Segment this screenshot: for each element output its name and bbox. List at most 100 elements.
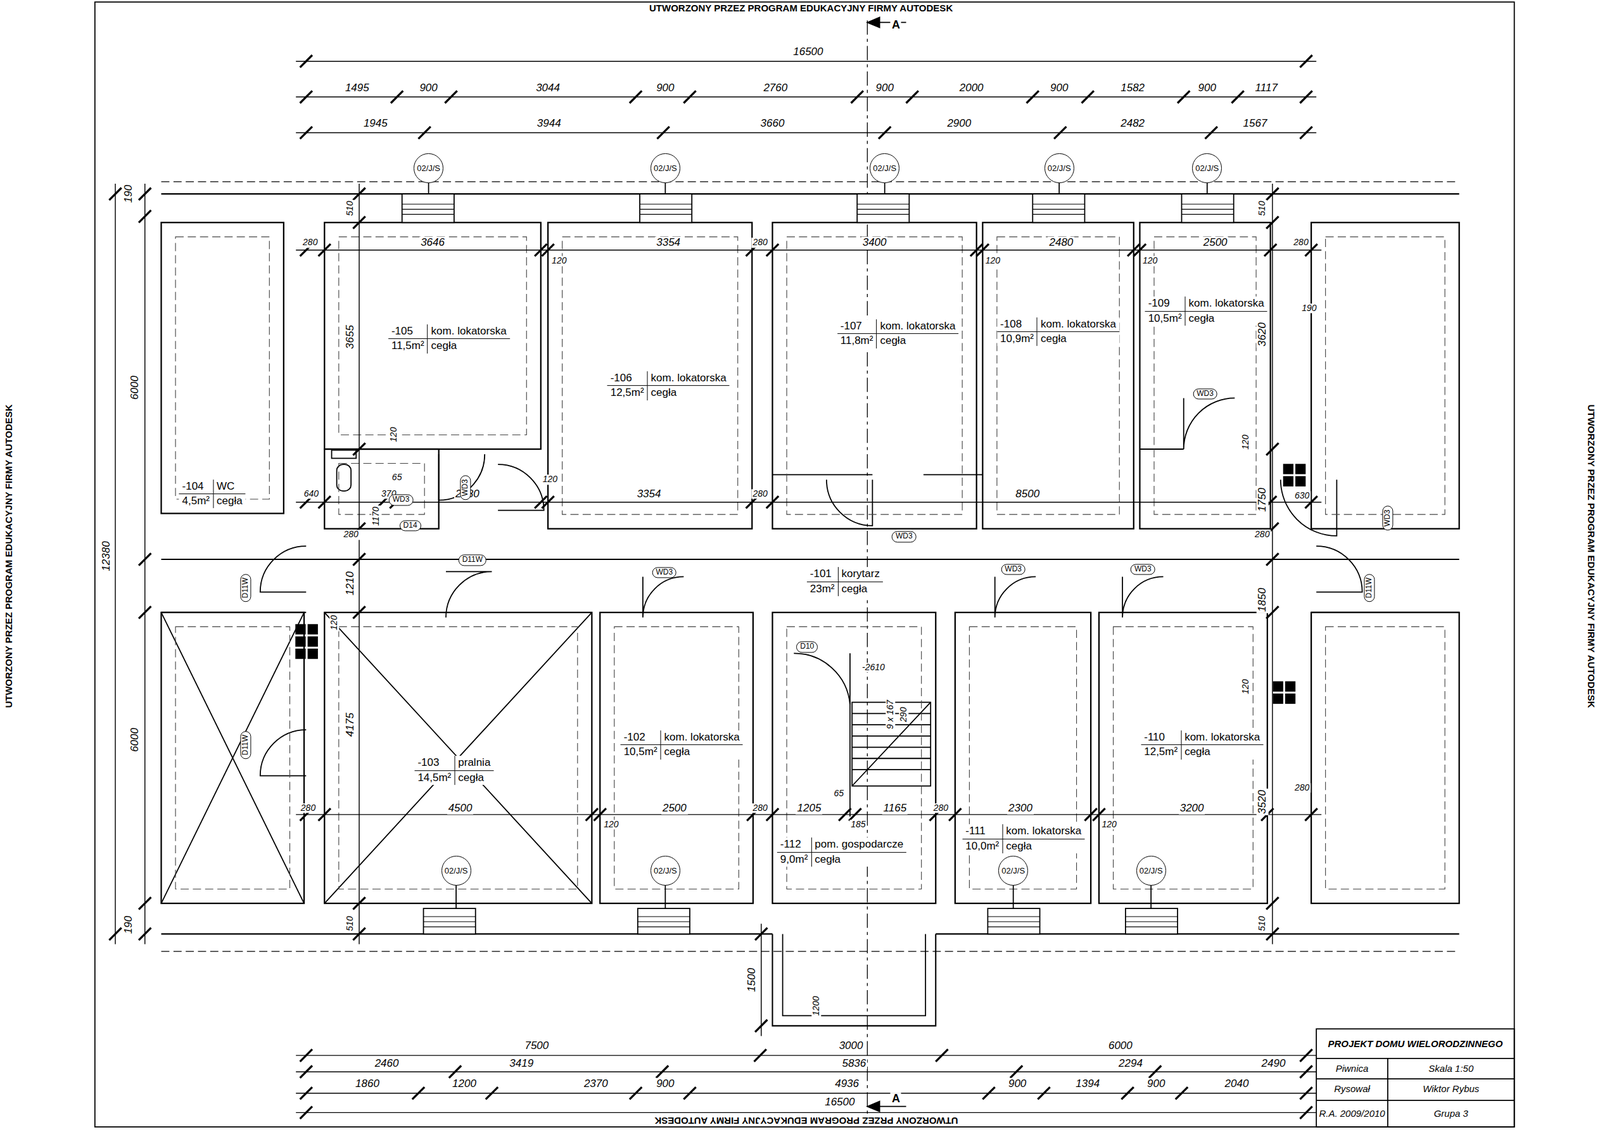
door-tag: WD3	[1192, 388, 1218, 400]
dimension: 6000	[128, 374, 141, 401]
room-area: 11,8m²	[837, 333, 878, 348]
window	[987, 908, 1040, 934]
dimension: 900	[1048, 81, 1070, 94]
dimension-line	[295, 1092, 1317, 1094]
room-number: -103	[414, 755, 455, 771]
plan-line	[1280, 479, 1338, 536]
dimension-tick	[1205, 126, 1218, 139]
dimension: 3660	[759, 117, 787, 130]
dimension: 3419	[507, 1057, 535, 1070]
dimension: 3354	[635, 487, 663, 500]
dimension: 120	[984, 256, 1002, 267]
dimension-tick	[1266, 187, 1279, 200]
dimension: 900	[654, 1078, 676, 1091]
dimension: 900	[654, 81, 676, 94]
plan-line	[782, 933, 927, 1016]
leader-line	[664, 884, 666, 909]
dimension-tick	[976, 243, 989, 256]
window-type: 02/J/S	[444, 865, 469, 876]
dimension-tick	[138, 187, 151, 200]
dimension: 1170	[371, 505, 382, 527]
room-label: -106kom. lokatorska12,5m²cegła	[607, 371, 730, 401]
ceiling-line	[338, 463, 425, 515]
dimension: 120	[330, 613, 340, 631]
dimension: 120	[1100, 819, 1118, 830]
chimney-flue	[1283, 476, 1293, 487]
window	[639, 193, 692, 223]
dimension-tick	[318, 495, 331, 508]
dimension: 1205	[796, 802, 823, 815]
plan-line	[772, 473, 873, 476]
window-tag: 02/J/S	[1044, 153, 1075, 184]
wall-material: cegła	[838, 582, 883, 597]
dimension-tick	[300, 1086, 313, 1099]
dimension: 1750	[1256, 486, 1269, 514]
dimension: 3044	[534, 81, 562, 94]
dimension-tick	[1266, 896, 1279, 909]
leader-line	[428, 182, 430, 194]
dimension-tick	[1133, 243, 1146, 256]
dimension: 280	[301, 238, 319, 248]
plan-line	[1122, 576, 1163, 617]
window-pane	[987, 920, 1040, 922]
room: -110kom. lokatorska12,5m²cegła	[1098, 612, 1268, 904]
dimension-tick	[1121, 1086, 1134, 1099]
wall-outline	[1311, 612, 1460, 904]
dimension-tick	[1177, 90, 1190, 103]
dimension-tick	[412, 1086, 425, 1099]
plan-line	[995, 576, 1036, 617]
section-mark: A	[890, 19, 902, 32]
dimension-tick	[352, 442, 365, 455]
dimension: 190	[122, 183, 135, 204]
dimension: 900	[1007, 1078, 1028, 1091]
dimension: 1495	[343, 81, 371, 94]
plan-line	[851, 768, 931, 771]
dimension: 120	[1240, 433, 1251, 451]
wall-material: cegła	[454, 770, 494, 785]
dimension: 3944	[535, 117, 563, 130]
dimension-tick	[418, 126, 431, 139]
dimension: 900	[418, 81, 439, 94]
dimension: 3520	[1256, 788, 1269, 816]
plan-line	[1316, 1057, 1515, 1060]
dimension-tick	[1149, 1065, 1162, 1078]
room-name: kom. lokatorska	[428, 324, 510, 339]
plan-line	[161, 612, 305, 904]
dimension-tick	[1231, 90, 1244, 103]
dimension: 1945	[362, 117, 389, 130]
window-pane	[1181, 214, 1234, 215]
door-tag: WD3	[651, 566, 677, 578]
dimension-line	[295, 1054, 1317, 1056]
room-name: kom. lokatorska	[1181, 730, 1264, 745]
dimension: 4936	[833, 1078, 861, 1091]
plan-line	[1139, 448, 1184, 450]
wall-material: cegła	[647, 385, 730, 400]
plan-line	[1316, 546, 1362, 593]
window	[402, 193, 455, 223]
room-number: -106	[607, 371, 648, 386]
room: -104WC4,5m²cegła	[161, 222, 284, 514]
dimension: 65	[832, 789, 845, 799]
dimension-tick	[1053, 126, 1067, 139]
dimension-tick	[444, 90, 457, 103]
leader-line	[455, 884, 457, 909]
dimension-tick	[318, 808, 331, 821]
plan-line	[161, 950, 1460, 952]
dimension: 2760	[761, 81, 789, 94]
dimension-tick	[1092, 808, 1105, 821]
watermark: UTWORZONY PRZEZ PROGRAM EDUKACYJNY FIRMY…	[653, 1115, 959, 1127]
dimension-tick	[1037, 1086, 1050, 1099]
window-pane	[637, 920, 690, 922]
dimension: 630	[1293, 490, 1311, 501]
dimension-tick	[300, 1065, 313, 1078]
dimension: 900	[874, 81, 896, 94]
room-number: -101	[806, 566, 839, 582]
dimension: 120	[388, 426, 399, 444]
window	[857, 193, 909, 223]
dimension: 280	[342, 529, 360, 540]
chimney-flue	[308, 624, 318, 635]
chimney-flue	[1283, 464, 1293, 474]
door-tag: D11W	[1363, 573, 1375, 602]
chimney-flue	[1273, 681, 1283, 692]
dimension: 3354	[654, 236, 682, 249]
